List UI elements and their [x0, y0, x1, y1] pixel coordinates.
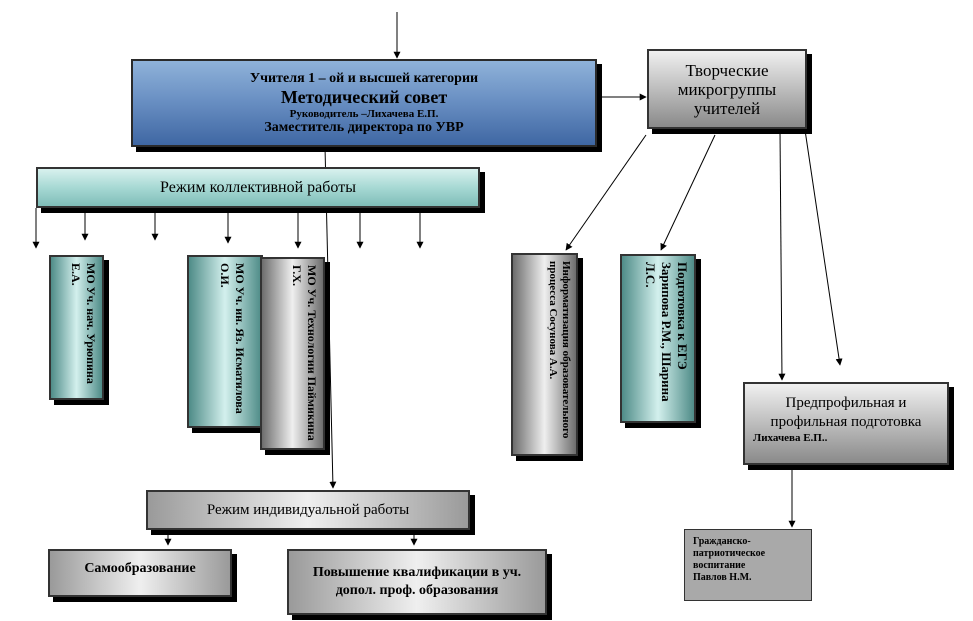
civic-education-name: Павлов Н.М. [693, 572, 752, 583]
mo-technology-box: МО Уч. Технологии Паймикина Г.Х. [260, 257, 325, 450]
creative-groups-label: Творческие микрогруппы учителей [677, 60, 777, 118]
collective-work-box: Режим коллективной работы [36, 167, 480, 208]
arrow-creative-to-informatization [565, 134, 647, 251]
collective-work-label: Режим коллективной работы [160, 178, 356, 196]
civic-education-box: Гражданско-патриотическое воспитание Пав… [684, 529, 812, 601]
qualification-label: Повышение квалификации в уч. допол. проф… [312, 565, 522, 598]
mo-primary-label: МО Уч. нач. Урюпина Е.А. [69, 263, 98, 384]
profile-prep-name: Лихачева Е.П.. [753, 432, 828, 444]
mo-foreign-label: МО Уч. ин. Яз. Исматилова О.И. [218, 263, 247, 414]
methodical-council-box: Учителя 1 – ой и высшей категории Методи… [131, 59, 597, 147]
council-line1: Учителя 1 – ой и высшей категории [249, 70, 479, 86]
council-title: Методический совет [280, 86, 448, 107]
council-deputy: Заместитель директора по УВР [264, 119, 464, 135]
council-head: Руководитель –Лихачева Е.П. [289, 107, 439, 120]
qualification-box: Повышение квалификации в уч. допол. проф… [287, 549, 547, 615]
creative-groups-box: Творческие микрогруппы учителей [647, 49, 807, 129]
mo-foreign-box: МО Уч. ин. Яз. Исматилова О.И. [187, 255, 263, 428]
individual-work-label: Режим индивидуальной работы [206, 501, 410, 518]
individual-work-box: Режим индивидуальной работы [146, 490, 470, 530]
informatization-box: Информатизация образовательного процесса… [511, 253, 578, 456]
exam-prep-label: Подготовка к ЕГЭ Зарипова Р.М., Шарина Л… [643, 262, 690, 402]
line-creative-to-profile-b [804, 129, 843, 366]
profile-prep-title: Предпрофильная и профильная подготовка [770, 395, 922, 430]
line-creative-to-profile-a [778, 129, 786, 381]
exam-prep-box: Подготовка к ЕГЭ Зарипова Р.М., Шарина Л… [620, 254, 696, 423]
arrow-creative-to-exam [660, 134, 716, 251]
informatization-label: Информатизация образовательного процесса… [547, 261, 572, 439]
self-education-box: Самообразование [48, 549, 232, 597]
self-education-label: Самообразование [84, 561, 196, 576]
civic-education-title: Гражданско-патриотическое воспитание [693, 536, 766, 571]
profile-prep-box: Предпрофильная и профильная подготовка Л… [743, 382, 949, 465]
mo-primary-box: МО Уч. нач. Урюпина Е.А. [49, 255, 104, 400]
mo-technology-label: МО Уч. Технологии Паймикина Г.Х. [290, 265, 319, 441]
